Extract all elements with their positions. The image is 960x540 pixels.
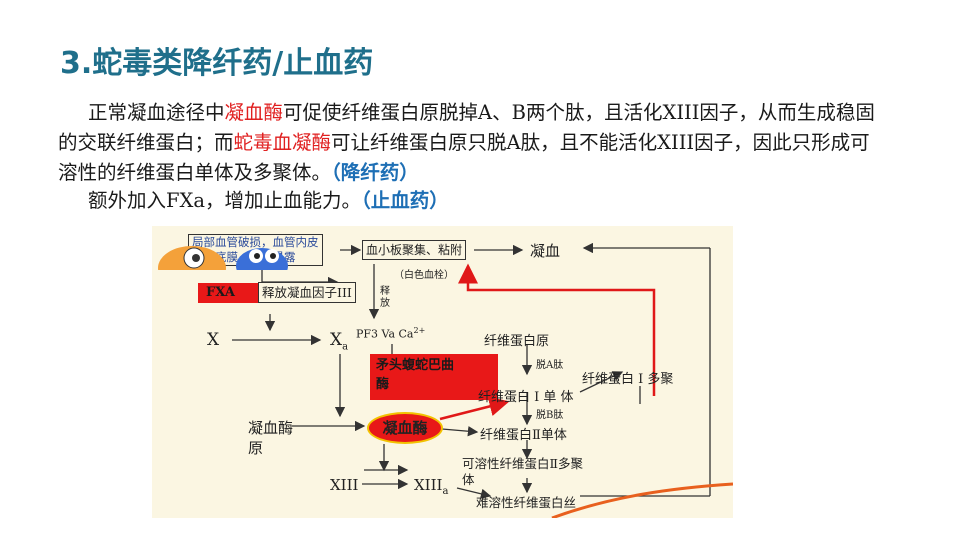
- text: PF3 Va Ca: [356, 327, 414, 341]
- paragraph-fxa: 额外加入FXa，增加止血能力。（止血药）: [58, 186, 888, 216]
- text: 正常凝血途径中: [88, 101, 225, 124]
- fib-i-mono-label: 纤维蛋白 I 单 体: [478, 390, 574, 405]
- cofactors: PF3 Va Ca2+: [356, 326, 425, 341]
- tag-hemostatic: （止血药）: [361, 189, 449, 212]
- platelet-box: 血小板聚集、粘附: [362, 240, 467, 260]
- text: 可溶性纤维蛋白Ⅱ多聚: [462, 456, 583, 471]
- text: 局部血管破损，血管内皮: [192, 235, 319, 249]
- coagulation-diagram: 局部血管破损，血管内皮 下基底膜、胶原暴露 血小板聚集、粘附 （白色血栓） 凝血…: [152, 226, 733, 518]
- white-clot-label: （白色血栓）: [394, 270, 454, 281]
- snake-venom-box: 矛头蝮蛇巴曲 酶: [370, 354, 498, 400]
- arrow: [441, 426, 479, 437]
- text: 体: [462, 472, 475, 487]
- highlight-thrombin: 凝血酶: [224, 101, 284, 124]
- release-factor-box: 释放凝血因子III: [258, 282, 356, 303]
- slide-title: 3.蛇毒类降纤药/止血药: [60, 46, 374, 81]
- factor-xiiia: XIIIa: [414, 476, 448, 497]
- text: 额外加入FXa，增加止血能力。: [88, 189, 362, 212]
- text: 矛头蝮蛇巴曲: [376, 358, 455, 373]
- fxa-box: FXA: [198, 283, 260, 303]
- text: 2+: [413, 326, 426, 335]
- text: 凝血酶: [248, 419, 294, 437]
- fibrinogen-label: 纤维蛋白原: [484, 334, 550, 349]
- highlight-snake-venom: 蛇毒血凝酶: [233, 131, 332, 154]
- factor-xa: Xa: [330, 330, 348, 352]
- text: 可促使纤维蛋白原脱掉A、B两个肽，且活化XIII因子，从而生成稳固的交联纤维蛋白…: [58, 101, 875, 154]
- prothrombin-label: 凝血酶 原: [248, 418, 293, 458]
- text: 原: [248, 439, 264, 457]
- tag-defibrinating: （降纤药）: [331, 161, 419, 184]
- release-label: 释 放: [380, 286, 390, 309]
- coag-label: 凝血: [530, 242, 561, 260]
- factor-xiii: XIII: [330, 476, 359, 494]
- text: a: [442, 486, 449, 497]
- cartoon-decoration-icon: [158, 246, 288, 270]
- off-b-label: 脱B肽: [536, 410, 564, 421]
- arrow: [456, 487, 492, 499]
- red-arrow: [458, 263, 656, 396]
- fib-i-poly-label: 纤维蛋白 I 多聚: [582, 372, 674, 387]
- arrow: [579, 371, 624, 393]
- text: XIII: [414, 476, 443, 494]
- text: 酶: [376, 377, 390, 392]
- off-a-label: 脱A肽: [536, 360, 564, 371]
- text: X: [330, 330, 343, 350]
- insoluble-label: 难溶性纤维蛋白丝: [476, 495, 577, 510]
- text: 可让纤维蛋白原只脱A肽，且不能活化XIII因子，因此只形成可溶性的纤维蛋白单体及…: [58, 131, 870, 184]
- fib-ii-mono-label: 纤维蛋白Ⅱ单体: [480, 428, 567, 443]
- text: a: [342, 341, 349, 353]
- red-arrow: [439, 396, 510, 421]
- paragraph-mechanism: 正常凝血途径中凝血酶可促使纤维蛋白原脱掉A、B两个肽，且活化XIII因子，从而生…: [58, 98, 888, 188]
- factor-x: X: [207, 330, 220, 350]
- thrombin-oval: 凝血酶: [367, 412, 443, 444]
- soluble-label: 可溶性纤维蛋白Ⅱ多聚 体: [462, 456, 583, 488]
- decoration: [551, 482, 733, 518]
- diagram-arrows: [232, 242, 733, 518]
